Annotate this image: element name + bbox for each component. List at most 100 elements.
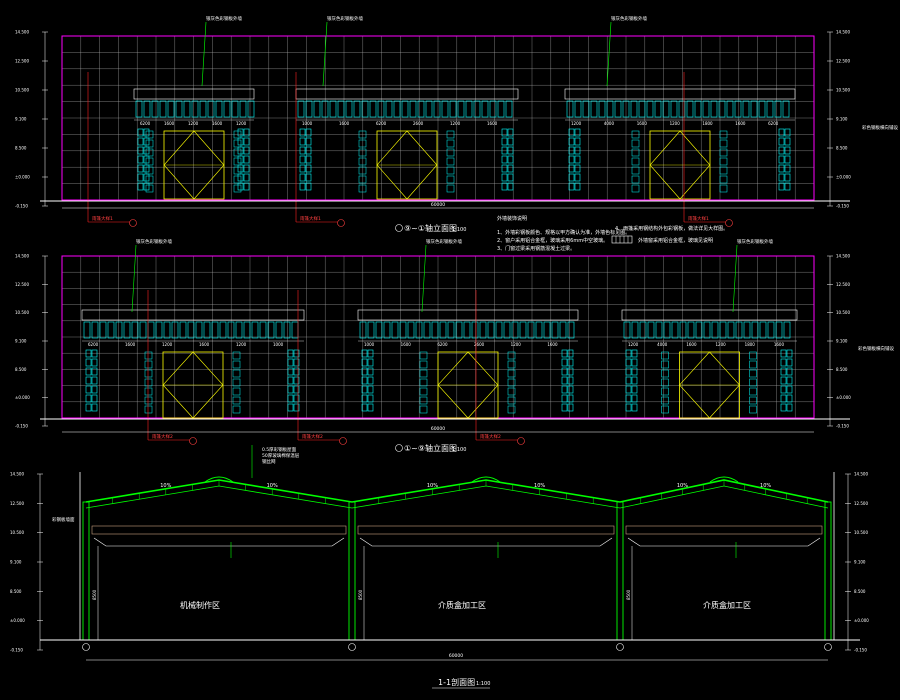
window-pane: [446, 184, 455, 193]
elevation-mark: 10.500: [836, 88, 850, 93]
window-pane: [107, 321, 115, 339]
window-pane: [780, 358, 787, 367]
window-pane: [786, 349, 793, 358]
window-pane: [137, 155, 144, 164]
window-pane: [179, 321, 187, 339]
elevation-mark: 10.500: [854, 530, 868, 535]
window-pane: [137, 137, 144, 146]
bay-dim-text: 6200: [376, 121, 387, 126]
window-pane: [137, 128, 144, 137]
window-pane: [726, 100, 734, 118]
elevation-mark: ±0.000: [836, 175, 851, 180]
roof-note-3: 钢丝网: [262, 458, 276, 465]
top-material-label: 银灰色彩钢板外墙: [611, 15, 647, 22]
window-pane: [358, 157, 367, 166]
window-pane: [631, 166, 640, 175]
window-pane: [784, 182, 791, 191]
window-pane: [749, 351, 757, 360]
window-pane: [358, 166, 367, 175]
bay-dim-text: 1200: [450, 121, 461, 126]
section-title: 1-1剖面图: [438, 677, 475, 687]
window-pane: [631, 175, 640, 184]
window-pane: [631, 358, 638, 367]
window-pane: [775, 321, 783, 339]
window-pane: [361, 385, 368, 394]
window-pane: [144, 351, 153, 360]
elevation-2-right-dimensions: 14.50012.50010.5009.1008.500±0.000-0.150…: [827, 254, 894, 429]
window-pane: [143, 146, 150, 155]
window-pane: [367, 394, 374, 403]
window-pane: [743, 321, 751, 339]
window-pane: [661, 396, 669, 405]
window-pane: [561, 385, 568, 394]
interior-ceiling-line: [93, 537, 345, 547]
window-pane: [361, 376, 368, 385]
window-pane: [631, 157, 640, 166]
window-pane: [293, 349, 300, 358]
window-pane: [567, 403, 574, 412]
window-pane: [778, 128, 785, 137]
window-pane: [305, 128, 312, 137]
window-pane: [625, 349, 632, 358]
window-pane: [446, 175, 455, 184]
roof-slope-label: 10%: [534, 483, 545, 489]
window-pane: [407, 321, 415, 339]
window-pane: [91, 394, 98, 403]
window-pane: [345, 100, 353, 118]
window-pane: [233, 166, 242, 175]
window-pane: [446, 148, 455, 157]
window-pane: [631, 403, 638, 412]
window-pane: [719, 175, 728, 184]
window-pane: [655, 321, 663, 339]
window-pane: [507, 387, 516, 396]
window-pane: [778, 155, 785, 164]
window-pane: [567, 367, 574, 376]
detail-callout-bubble: [517, 437, 525, 445]
window-pane: [568, 137, 575, 146]
window-pane: [625, 403, 632, 412]
window-pane: [143, 173, 150, 182]
canopy-band: [621, 309, 798, 321]
window-pane: [441, 100, 449, 118]
window-pane: [423, 321, 431, 339]
window-pane: [144, 405, 153, 414]
window-pane: [137, 146, 144, 155]
window-pane: [237, 164, 244, 173]
window-pane: [631, 130, 640, 139]
window-pane: [163, 321, 171, 339]
steel-column: [616, 501, 624, 641]
window-pane: [446, 166, 455, 175]
window-pane: [719, 157, 728, 166]
window-pane: [447, 321, 455, 339]
window-pane: [361, 394, 368, 403]
window-pane: [702, 100, 710, 118]
window-pane: [623, 321, 631, 339]
green-leader: [732, 244, 738, 313]
window-pane: [630, 100, 638, 118]
elevation-1-right-dimensions: 14.50012.50010.5009.1008.500±0.000-0.150…: [827, 30, 898, 209]
window-pane: [574, 146, 581, 155]
window-pane: [293, 376, 300, 385]
window-pane: [425, 100, 433, 118]
bay-dim-text: 1600: [164, 121, 175, 126]
elevation-mark: 9.100: [15, 339, 27, 344]
window-pane: [391, 321, 399, 339]
bay-dim-text: 1600: [487, 121, 498, 126]
window-pane: [91, 349, 98, 358]
window-pane: [507, 378, 516, 387]
window-pane: [734, 100, 742, 118]
bay-dim-text: 1600: [401, 342, 412, 347]
window-pane: [749, 396, 757, 405]
canopy-band: [564, 88, 796, 100]
window-pane: [85, 403, 92, 412]
window-pane: [239, 100, 247, 118]
section-scale: 1:100: [476, 681, 490, 687]
window-pane: [561, 358, 568, 367]
window-pane: [85, 367, 92, 376]
column-axis-bubble: [348, 643, 356, 651]
window-pane: [503, 321, 511, 339]
